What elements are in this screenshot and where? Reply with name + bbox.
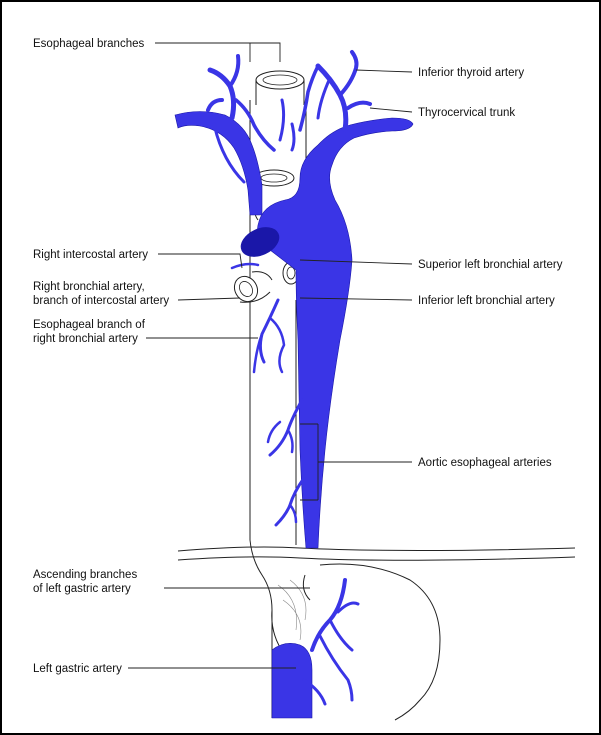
- label-esophageal-branches: Esophageal branches: [33, 38, 144, 50]
- esophagus-left-wall: [249, 100, 273, 718]
- label-right-intercostal-artery: Right intercostal artery: [33, 249, 148, 261]
- left-gastric-artery: [271, 643, 313, 719]
- label-inferior-left-bronchial-artery: Inferior left bronchial artery: [418, 295, 555, 307]
- leader-lines: [128, 42, 413, 669]
- esophagus-top-ring: [255, 70, 305, 105]
- label-inferior-thyroid-artery: Inferior thyroid artery: [418, 67, 524, 79]
- label-esophageal-branch-line1: Esophageal branch of: [33, 319, 146, 331]
- label-right-bronchial-artery-line2: branch of intercostal artery: [33, 295, 169, 307]
- label-thyrocervical-trunk: Thyrocervical trunk: [418, 107, 515, 119]
- label-right-bronchial-artery-line1: Right bronchial artery,: [33, 281, 145, 293]
- right-bronchus-ring: [233, 271, 273, 303]
- label-ascending-branches-line2: of left gastric artery: [33, 583, 131, 595]
- label-ascending-branches-line1: Ascending branches: [33, 569, 137, 581]
- diaphragm: [177, 546, 576, 561]
- aorta: [257, 117, 414, 549]
- aortic-arch-opening: [240, 227, 280, 257]
- label-esophageal-branch-line2: right bronchial artery: [33, 333, 138, 345]
- trachea-ring: [253, 169, 295, 187]
- label-superior-left-bronchial-artery: Superior left bronchial artery: [418, 259, 563, 271]
- arteries: [174, 50, 414, 719]
- label-aortic-esophageal-arteries: Aortic esophageal arteries: [418, 457, 552, 469]
- label-left-gastric-artery: Left gastric artery: [33, 663, 122, 675]
- esophagus: [233, 70, 307, 718]
- labels: Esophageal branches Inferior thyroid art…: [33, 38, 563, 675]
- right-subclavian-artery: [174, 111, 263, 216]
